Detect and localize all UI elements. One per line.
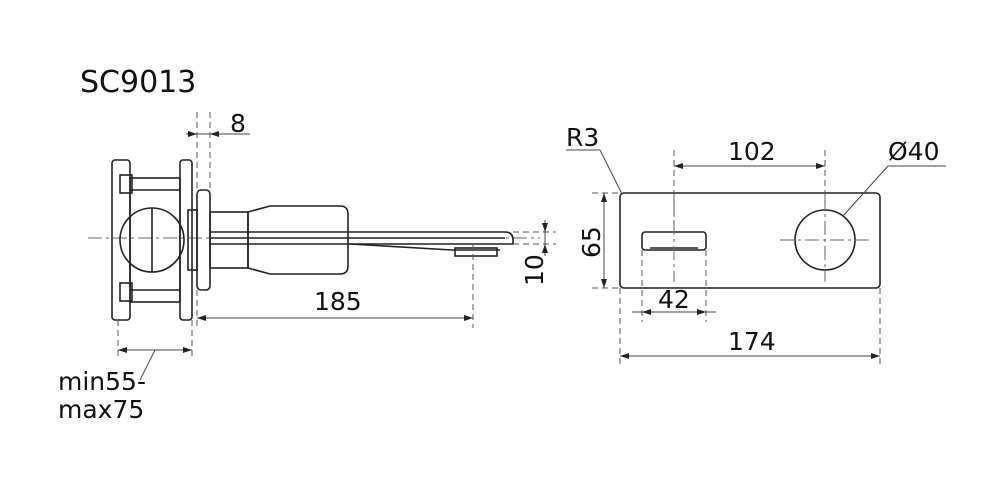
label-min55: min55- — [58, 367, 146, 396]
wall-flange — [196, 189, 211, 291]
label-8: 8 — [230, 109, 246, 138]
label-102: 102 — [728, 137, 776, 166]
label-42: 42 — [658, 285, 690, 314]
dim-flange-thickness: 8 — [186, 109, 250, 190]
spout — [210, 231, 514, 245]
cover-plate — [619, 192, 881, 289]
spout-underside — [349, 243, 500, 251]
dim-spout-length: 185 — [196, 244, 474, 328]
label-65: 65 — [577, 226, 606, 258]
dim-wall-depth: min55- max75 — [58, 320, 193, 424]
label-d40: Ø40 — [888, 137, 940, 166]
handle-collar — [209, 211, 249, 269]
dim-outlet-diameter: Ø40 — [842, 137, 946, 217]
label-174: 174 — [728, 327, 776, 356]
aerator — [454, 247, 498, 257]
dim-corner-radius: R3 — [566, 123, 623, 195]
dim-plate-height: 65 — [577, 192, 620, 289]
label-r3: R3 — [566, 123, 599, 152]
label-185: 185 — [314, 287, 362, 316]
front-view: R3 102 Ø40 65 — [566, 123, 946, 364]
mounting-bracket — [111, 159, 193, 321]
side-view: 8 185 10 min55- — [58, 109, 556, 424]
dim-plate-width: 174 — [619, 288, 881, 364]
label-10: 10 — [520, 254, 549, 286]
model-title: SC9013 — [80, 65, 196, 100]
dim-outlet-spacing: 102 — [673, 137, 826, 232]
dim-handle-width: 42 — [632, 250, 716, 322]
label-max75: max75 — [58, 395, 144, 424]
flange-seat — [187, 209, 198, 271]
knurled-handle — [247, 205, 349, 275]
dim-spout-height: 10 — [513, 220, 556, 286]
